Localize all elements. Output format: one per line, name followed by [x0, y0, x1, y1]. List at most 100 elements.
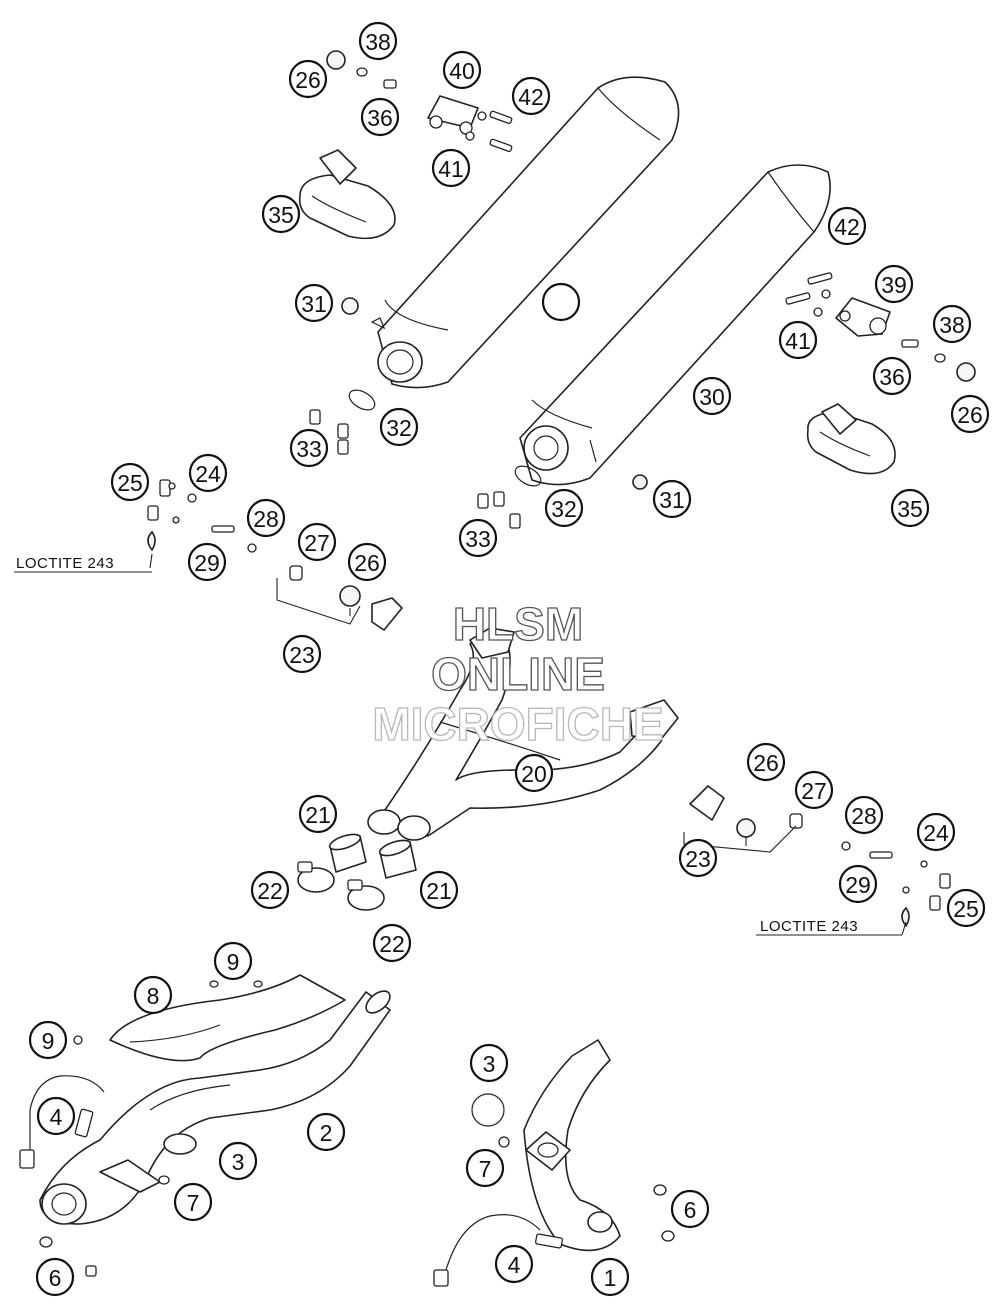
clamp-lower [806, 403, 896, 475]
callout-40-right: 41 [778, 320, 818, 360]
callout-9-top: 9 [213, 941, 253, 981]
svg-text:36: 36 [879, 364, 905, 390]
callout-23-right: 23 [678, 838, 718, 878]
svg-text:22: 22 [379, 931, 405, 957]
svg-text:42: 42 [834, 214, 860, 240]
svg-text:26: 26 [354, 550, 380, 576]
svg-text:31: 31 [659, 487, 685, 513]
callout-25-right: 25 [946, 888, 986, 928]
callout-28-left: 28 [246, 498, 286, 538]
muffler-lower [519, 164, 831, 486]
svg-text:31: 31 [301, 291, 327, 317]
callout-36-top: 38 [358, 21, 398, 61]
svg-text:30: 30 [699, 384, 725, 410]
watermark-line2: ONLINE [431, 648, 605, 700]
svg-text:25: 25 [117, 470, 143, 496]
callout-7-right: 7 [465, 1148, 505, 1188]
sleeves-clamps [297, 833, 417, 911]
watermark: HLSM ONLINE MICROFICHE [372, 597, 665, 750]
callout-41-right: 42 [827, 206, 867, 246]
svg-text:24: 24 [195, 461, 221, 487]
callout-32-top: 32 [379, 407, 419, 447]
svg-text:9: 9 [42, 1028, 55, 1054]
callout-4-right: 4 [494, 1244, 534, 1284]
svg-text:8: 8 [147, 983, 160, 1009]
callout-21-a: 21 [298, 794, 338, 834]
svg-text:26: 26 [295, 67, 321, 93]
svg-text:9: 9 [227, 949, 240, 975]
svg-text:25: 25 [953, 896, 979, 922]
svg-text:27: 27 [801, 778, 827, 804]
svg-text:38: 38 [365, 29, 391, 55]
svg-text:1: 1 [604, 1265, 617, 1291]
muffler-upper [370, 76, 680, 389]
oxygen-sensor-right [433, 1214, 564, 1287]
callout-23-left: 23 [282, 634, 322, 674]
callout-27-left: 27 [297, 522, 337, 562]
watermark-line1: HLSM [453, 598, 583, 650]
callout-24-left: 24 [188, 453, 228, 493]
svg-text:42: 42 [518, 84, 544, 110]
callout-34-top: 35 [261, 194, 301, 234]
callout-26-right: 26 [950, 394, 990, 434]
svg-text:3: 3 [232, 1149, 245, 1175]
svg-text:35: 35 [268, 202, 294, 228]
svg-text:23: 23 [289, 642, 315, 668]
svg-text:23: 23 [685, 846, 711, 872]
svg-text:29: 29 [845, 872, 871, 898]
svg-text:36: 36 [367, 105, 393, 131]
svg-text:20: 20 [521, 761, 547, 787]
callout-29-right: 29 [838, 864, 878, 904]
svg-text:7: 7 [479, 1156, 492, 1182]
callout-25-left: 25 [110, 462, 150, 502]
callout-2: 2 [306, 1112, 346, 1152]
callout-42 [541, 282, 581, 322]
loctite-note-left: LOCTITE 243 [16, 555, 114, 572]
callout-39: 40 [442, 50, 482, 90]
svg-text:21: 21 [305, 802, 331, 828]
svg-text:6: 6 [49, 1265, 62, 1291]
callout-31-mid: 31 [652, 479, 692, 519]
callout-26-left: 26 [347, 542, 387, 582]
callout-22-a: 22 [250, 870, 290, 910]
svg-text:2: 2 [320, 1120, 333, 1146]
y-pipe [367, 627, 679, 841]
callout-21-b: 21 [419, 870, 459, 910]
callout-4-left: 4 [36, 1096, 76, 1136]
svg-text:28: 28 [851, 803, 877, 829]
callout-3-left: 3 [218, 1141, 258, 1181]
svg-text:41: 41 [785, 328, 811, 354]
svg-text:32: 32 [386, 415, 412, 441]
callout-28-right: 28 [844, 795, 884, 835]
svg-text:38: 38 [939, 312, 965, 338]
svg-text:24: 24 [923, 820, 949, 846]
svg-text:33: 33 [465, 526, 491, 552]
callout-8: 8 [133, 975, 173, 1015]
callout-30: 30 [692, 376, 732, 416]
svg-text:26: 26 [957, 402, 983, 428]
callout-34-right: 35 [890, 488, 930, 528]
loctite-note-right: LOCTITE 243 [760, 918, 858, 935]
callout-29-left: 29 [187, 542, 227, 582]
callout-36-right: 38 [932, 304, 972, 344]
callout-35-right: 36 [872, 356, 912, 396]
svg-text:4: 4 [508, 1252, 521, 1278]
callout-24-right: 24 [916, 812, 956, 852]
svg-text:33: 33 [296, 436, 322, 462]
callout-27-mid: 27 [794, 770, 834, 810]
svg-text:26: 26 [753, 750, 779, 776]
bracket-39 [427, 95, 479, 135]
svg-text:41: 41 [438, 156, 464, 182]
hardware-small [147, 50, 976, 928]
clamp-upper [298, 149, 396, 240]
svg-text:39: 39 [881, 272, 907, 298]
header-pipe [39, 974, 391, 1277]
oxygen-sensor-left [19, 1075, 105, 1169]
svg-text:6: 6 [684, 1197, 697, 1223]
svg-text:35: 35 [897, 496, 923, 522]
svg-text:29: 29 [194, 550, 220, 576]
callout-33-top: 33 [289, 428, 329, 468]
callout-26-top: 26 [288, 59, 328, 99]
